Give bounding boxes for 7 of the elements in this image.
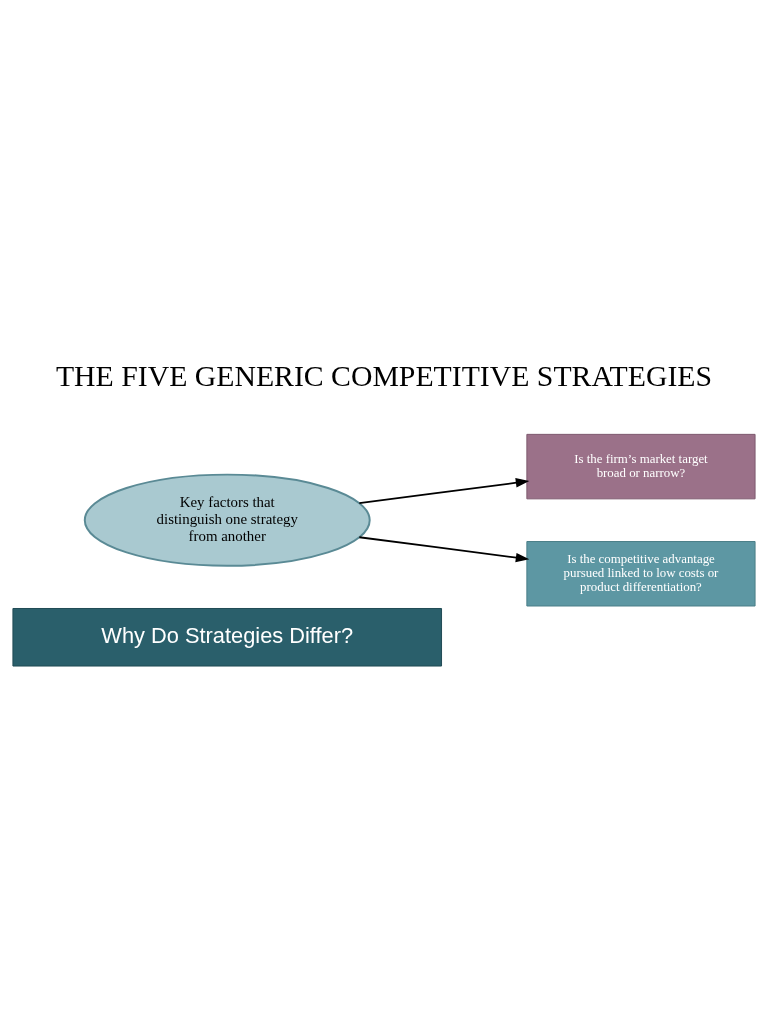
node-box: Is the firm’s market target broad or narrow? [526,433,756,500]
arrow [358,478,530,504]
diagram-title: THE FIVE GENERIC COMPETITIVE STRATEGIES [55,358,713,392]
node-ellipse: Key factors that distinguish one strategy from another [83,473,371,567]
arrow [358,536,530,563]
node-box: Is the competitive advantage pursued linked to low costs or product differentiation? [526,541,756,607]
node-box: Why Do Strategies Differ? [12,608,443,667]
